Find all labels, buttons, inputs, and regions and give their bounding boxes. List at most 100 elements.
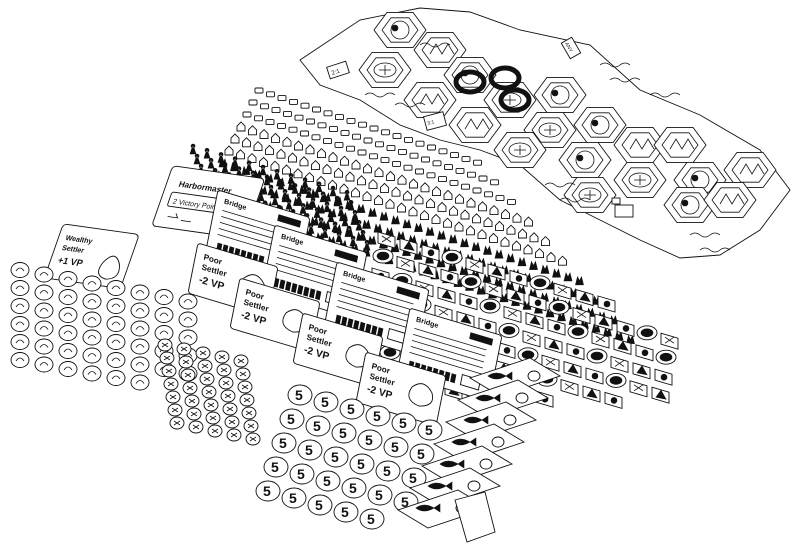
five-coin-value: 5: [315, 497, 323, 513]
coin-mark: [63, 294, 73, 299]
road-piece: [289, 98, 298, 105]
x-icon: [633, 384, 644, 392]
wave-line: [649, 92, 681, 98]
coin-token: [58, 325, 78, 341]
five-coin-value: 5: [339, 425, 347, 441]
figure-piece: [323, 201, 331, 213]
coin-mark-small: [180, 346, 188, 352]
road-piece: [265, 119, 275, 126]
coin-mark-small: [226, 406, 234, 412]
hex-inner: [671, 192, 709, 218]
house-piece: [541, 235, 550, 247]
field-icon: [373, 62, 397, 78]
x-icon: [564, 383, 575, 390]
hex-inner: [411, 87, 449, 113]
five-coin-value: 5: [321, 394, 329, 410]
house-piece: [431, 213, 441, 224]
road-piece: [254, 87, 264, 94]
figure-piece: [341, 215, 349, 227]
mountain-icon: [629, 138, 655, 150]
x-icon: [469, 261, 480, 268]
coin-mark-small: [249, 436, 257, 442]
port-ratio: 2:1: [331, 68, 341, 76]
road-piece: [306, 118, 315, 125]
five-coin-value: 5: [409, 470, 417, 486]
five-coin: [315, 470, 341, 492]
house-piece: [558, 255, 567, 266]
road-piece: [484, 191, 493, 198]
barrel-fill: [521, 350, 535, 360]
five-coin-value: 5: [313, 418, 321, 434]
pot-icon: [622, 325, 630, 332]
five-coin: [333, 501, 359, 523]
pot-icon: [572, 348, 580, 355]
road-piece: [450, 152, 459, 159]
x-icon: [381, 235, 392, 243]
coin-mark-small: [171, 407, 179, 413]
figure-piece: [271, 194, 279, 206]
x-icon: [507, 310, 518, 317]
coin-mark-small: [228, 419, 236, 425]
house-piece: [518, 228, 527, 239]
house-piece: [489, 204, 499, 216]
five-coin-value: 5: [295, 387, 303, 403]
house-piece: [495, 220, 504, 231]
road-piece: [472, 187, 482, 194]
bridge-icon: [469, 332, 494, 346]
house-piece: [403, 190, 412, 201]
coin-mark-small: [237, 358, 245, 364]
fish-icon: [463, 415, 489, 425]
road-piece: [403, 164, 413, 171]
house-piece: [529, 232, 539, 243]
figure-mark: [291, 283, 298, 293]
coin-mark: [87, 281, 97, 285]
coin-mark-small: [247, 423, 255, 429]
coin-token: [178, 311, 198, 328]
figure-piece: [309, 197, 317, 208]
road-piece: [415, 140, 425, 147]
figure-piece: [321, 227, 329, 238]
figure-piece: [301, 177, 309, 188]
house-piece: [414, 194, 424, 205]
coin-mark: [135, 326, 145, 330]
pot-icon: [610, 397, 618, 404]
five-coin-value: 5: [271, 459, 279, 475]
pot-icon: [465, 298, 473, 305]
coin-token: [34, 302, 54, 319]
bridge-icon: [277, 214, 302, 228]
five-coin-value: 5: [417, 446, 425, 462]
figure-piece: [273, 168, 281, 180]
coin-token: [82, 347, 102, 364]
house-piece: [270, 160, 280, 171]
ship-icon: [548, 339, 560, 350]
wave-line: [699, 247, 731, 253]
house-piece: [351, 187, 360, 198]
house-piece: [374, 166, 384, 178]
settler-piece: [517, 256, 527, 267]
five-coin-value: 5: [357, 456, 365, 472]
five-coin: [297, 439, 323, 461]
coin-token: [58, 361, 78, 377]
road-piece: [461, 155, 471, 162]
road-piece: [317, 122, 327, 129]
house-piece: [397, 202, 406, 213]
text-line: [337, 300, 410, 323]
coin-token: [10, 334, 30, 350]
road-piece: [467, 171, 476, 178]
coin-mark: [39, 308, 49, 312]
figure-piece: [333, 195, 341, 207]
coin-mark: [63, 276, 73, 281]
figure-piece: [267, 184, 275, 196]
crop-icon: [584, 190, 596, 200]
coin-mark: [111, 339, 121, 344]
figure-piece: [359, 229, 367, 241]
coin-mark: [111, 375, 121, 380]
house-piece: [523, 244, 533, 255]
text-line: [411, 340, 485, 363]
ship-icon: [403, 240, 415, 251]
house-piece: [443, 217, 452, 228]
coin-token: [106, 370, 126, 386]
coin-mark: [15, 357, 25, 362]
crop-icon: [504, 95, 516, 105]
